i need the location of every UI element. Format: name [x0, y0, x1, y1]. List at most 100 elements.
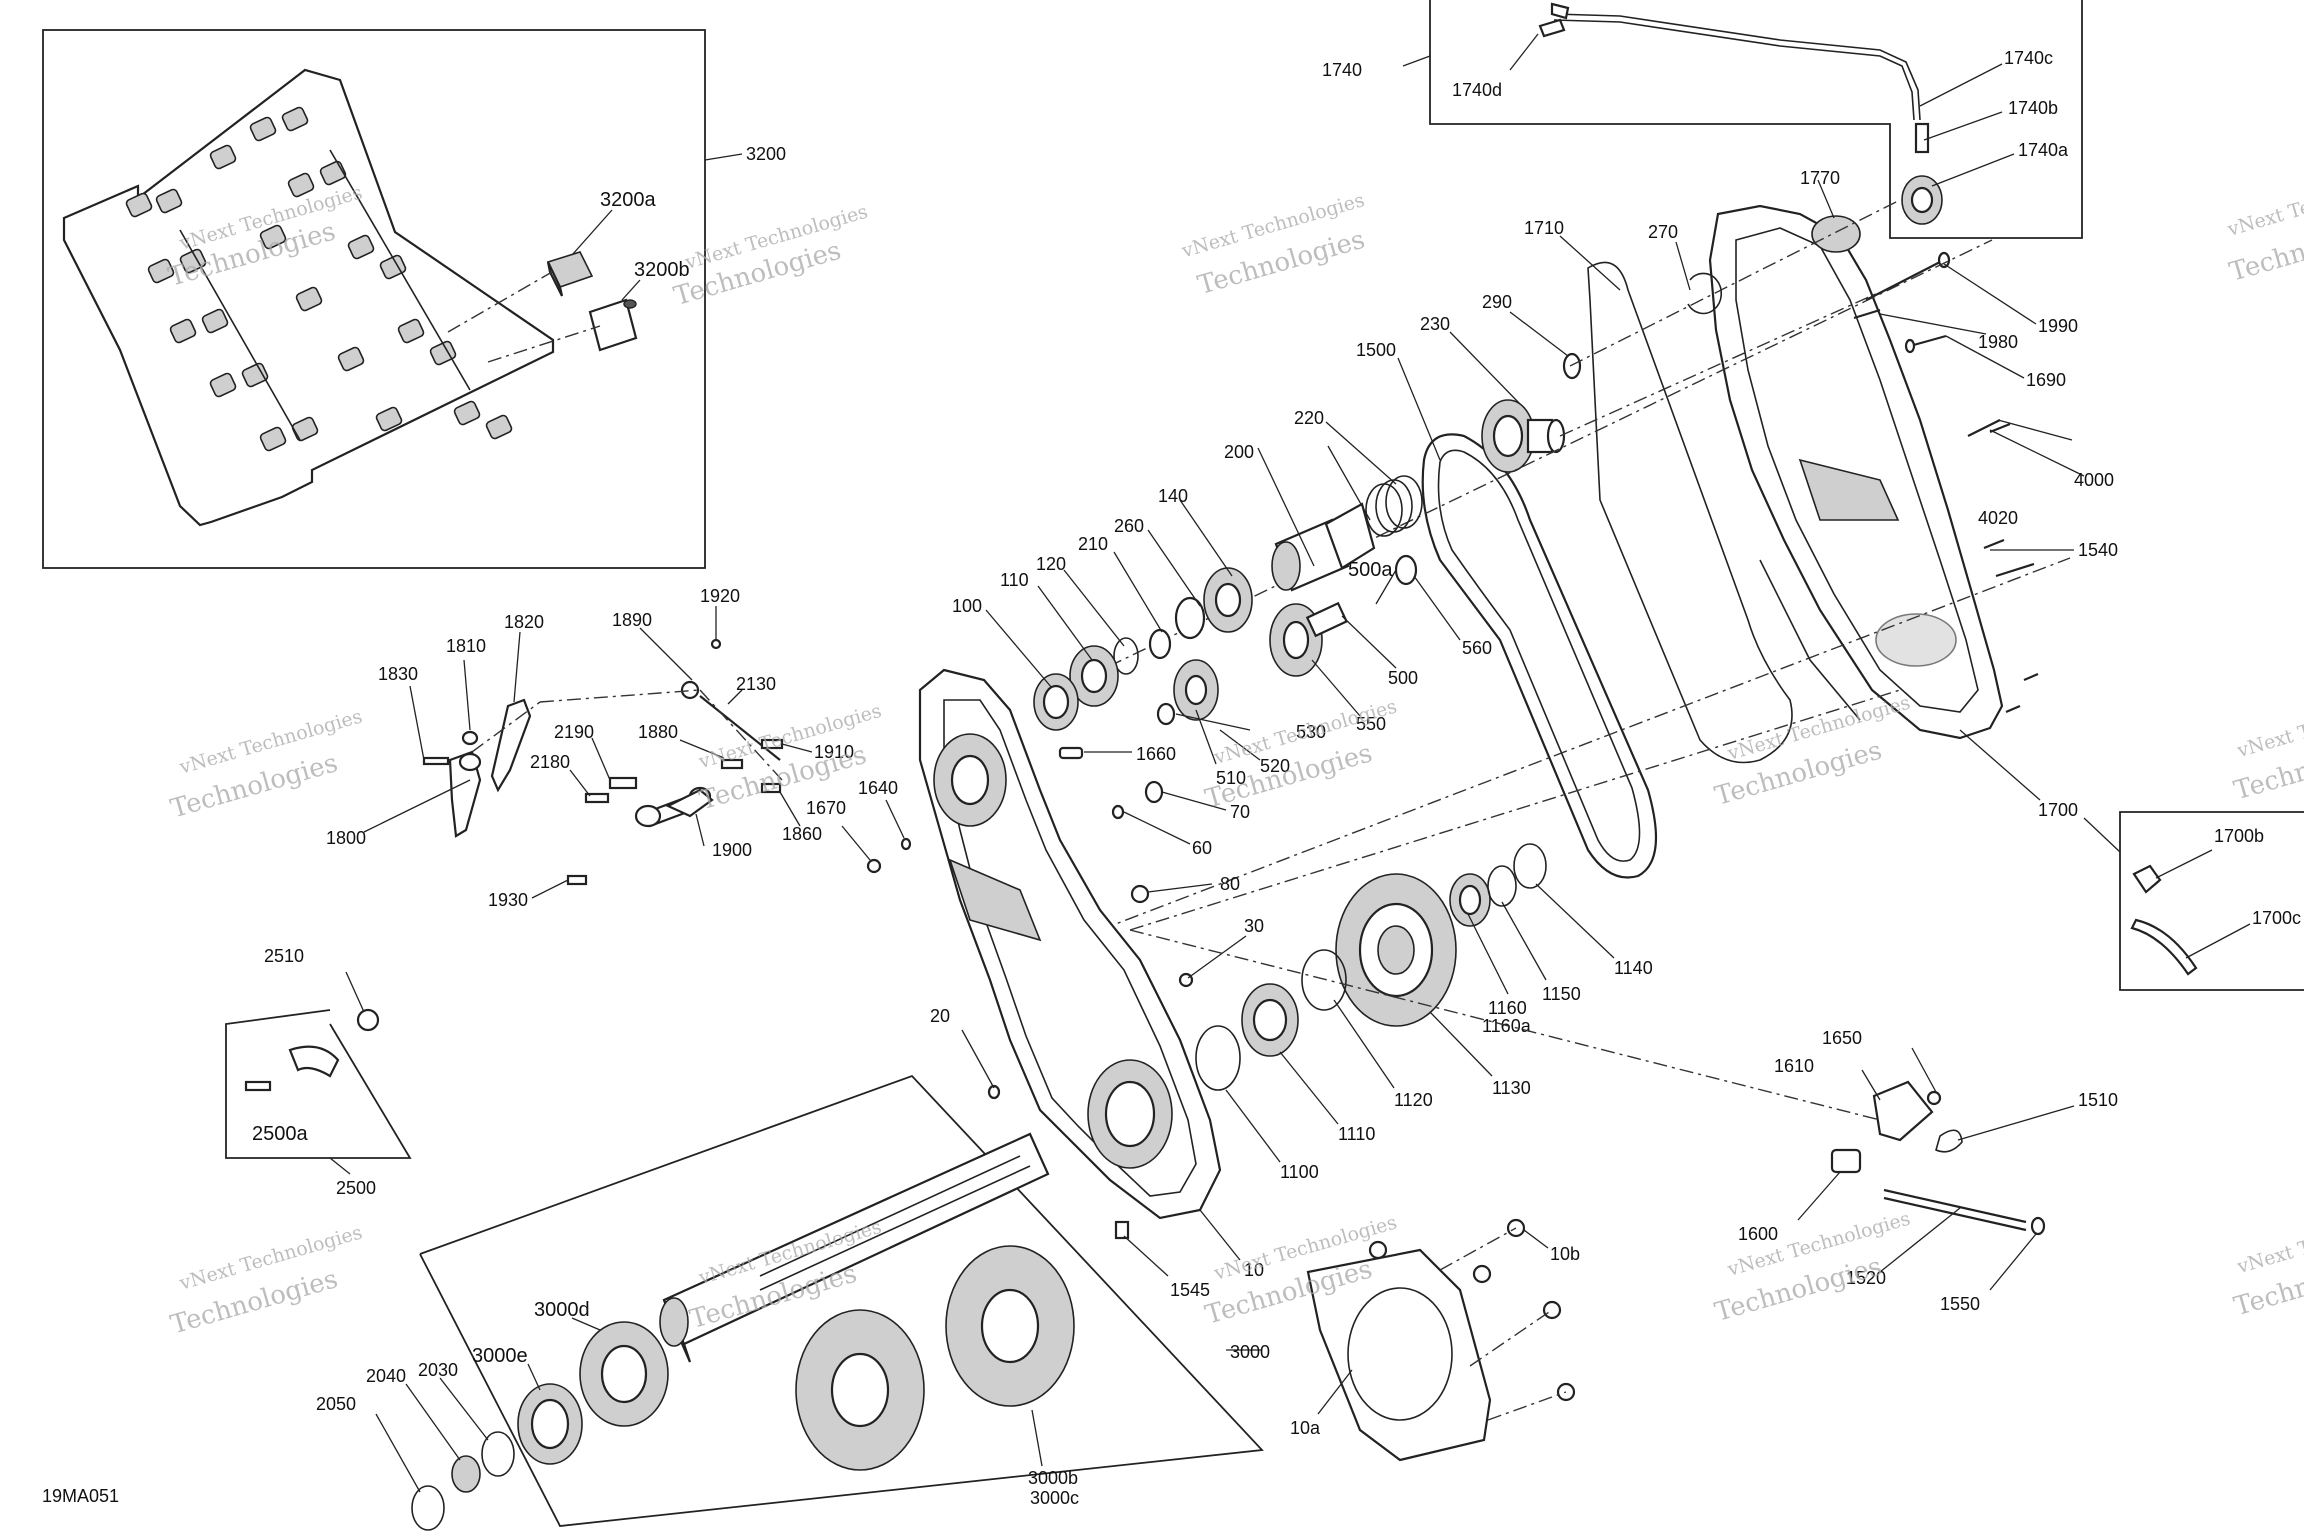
nut-2510 [356, 1008, 380, 1032]
clip-1650 [1926, 1090, 1942, 1106]
label-1930: 1930 [488, 890, 528, 910]
gear-550 [1269, 601, 1349, 677]
label-3200: 3200 [746, 144, 786, 164]
label-1980: 1980 [1978, 332, 2018, 352]
label-1545: 1545 [1170, 1280, 1210, 1300]
circlip-270 [1687, 272, 1723, 315]
label-1110: 1110 [1338, 1124, 1375, 1144]
slide-studs [125, 106, 513, 452]
label-1520: 1520 [1846, 1268, 1886, 1288]
clip-1550 [2030, 1216, 2046, 1236]
label-1800: 1800 [326, 828, 366, 848]
inset-1740: 1740 1740d 1740c 1740b 1740a [1322, 0, 2083, 239]
label-1990: 1990 [2038, 316, 2078, 336]
chaincase-housing [918, 668, 1222, 1220]
washer-260 [1174, 596, 1206, 640]
label-3000e: 3000e [472, 1345, 528, 1367]
seal-1100 [1195, 1025, 1241, 1091]
washer-530 [1156, 702, 1176, 726]
clip-2030 [481, 1431, 515, 1477]
label-1700: 1700 [2038, 800, 2078, 820]
label-1740d: 1740d [1452, 80, 1502, 100]
label-70: 70 [1230, 802, 1250, 822]
watermark-text: vNext Technologies [2224, 168, 2304, 241]
bracket-2500 [288, 1045, 340, 1078]
slider-3200a [546, 251, 594, 297]
clip-1140 [1513, 843, 1547, 889]
label-1120: 1120 [1394, 1090, 1433, 1110]
label-2190: 2190 [554, 722, 594, 742]
slide-rail-left [179, 229, 301, 441]
inset-3000: 3000 3000b 3000c 3000d 3000e 2030 2040 2… [316, 1074, 1270, 1531]
label-1130: 1130 [1492, 1078, 1531, 1098]
bearing-1110 [1241, 983, 1299, 1057]
label-100: 100 [952, 596, 982, 616]
washer-210 [1148, 628, 1172, 660]
nut-1860 [760, 782, 782, 794]
clip-1700b [2132, 864, 2162, 894]
inset-2500: 2510 2500a 2500 [225, 946, 412, 1198]
label-230: 230 [1420, 314, 1450, 334]
joint-1890 [680, 680, 700, 700]
label-270: 270 [1648, 222, 1678, 242]
upper-sprocket-230 [1481, 399, 1566, 473]
bearing-plate-10: 10b 10a [1290, 1218, 1580, 1462]
label-550: 550 [1356, 714, 1386, 734]
label-1770: 1770 [1800, 168, 1840, 188]
screw-20 [987, 1084, 1001, 1100]
bolt-2190 [608, 776, 638, 790]
hub-2040 [451, 1455, 481, 1493]
label-3200a: 3200a [600, 189, 656, 211]
chain-1500 [1421, 433, 1658, 879]
label-260: 260 [1114, 516, 1144, 536]
label-1860: 1860 [782, 824, 822, 844]
label-1740c: 1740c [2004, 48, 2053, 68]
label-1550: 1550 [1940, 1294, 1980, 1314]
label-1140: 1140 [1614, 958, 1653, 978]
cable-1740 [1553, 13, 1921, 121]
label-1700c: 1700c [2252, 908, 2301, 928]
chaincase-cover [1708, 204, 2004, 740]
gear-140 [1203, 567, 1253, 633]
inset-1700-frame [2119, 811, 2304, 991]
inset-2500-frame [225, 1009, 412, 1159]
watermark-text: vNext Technologies [2234, 1205, 2304, 1278]
label-1600: 1600 [1738, 1224, 1778, 1244]
label-2130: 2130 [736, 674, 776, 694]
label-530: 530 [1296, 722, 1326, 742]
drive-sprocket-left [795, 1309, 925, 1471]
label-110: 110 [1000, 570, 1029, 590]
label-1160: 1160 [1488, 998, 1527, 1018]
label-3200b: 3200b [634, 259, 690, 281]
inset-1740-frame [1429, 0, 2083, 239]
ferrule-1740b [1914, 122, 1930, 154]
spring-220 [1365, 475, 1423, 537]
housing-fasteners [866, 746, 1194, 1240]
label-1690: 1690 [2026, 370, 2066, 390]
label-1510: 1510 [2078, 1090, 2118, 1110]
seal-3000e [517, 1383, 583, 1465]
bolt-1880 [720, 758, 744, 770]
label-1610: 1610 [1774, 1056, 1814, 1076]
label-1710: 1710 [1524, 218, 1564, 238]
label-1920: 1920 [700, 586, 740, 606]
flange-3000d [579, 1321, 669, 1427]
pin-1830 [422, 756, 450, 766]
inset-3200: 3200 3200a 3200b [42, 29, 786, 569]
inset-3200-frame [42, 29, 706, 569]
cable-end-1740d [1538, 2, 1570, 38]
label-1900: 1900 [712, 840, 752, 860]
pin-1660 [1058, 746, 1084, 760]
label-1820: 1820 [504, 612, 544, 632]
label-3000d: 3000d [534, 1299, 590, 1321]
label-220: 220 [1294, 408, 1324, 428]
label-10b: 10b [1550, 1244, 1580, 1264]
screw-1670 [866, 858, 882, 874]
label-1500: 1500 [1356, 340, 1396, 360]
label-4000: 4000 [2074, 470, 2114, 490]
bolt-2180 [584, 792, 610, 804]
nut-80 [1130, 884, 1150, 904]
label-210: 210 [1078, 534, 1108, 554]
label-200: 200 [1224, 442, 1254, 462]
